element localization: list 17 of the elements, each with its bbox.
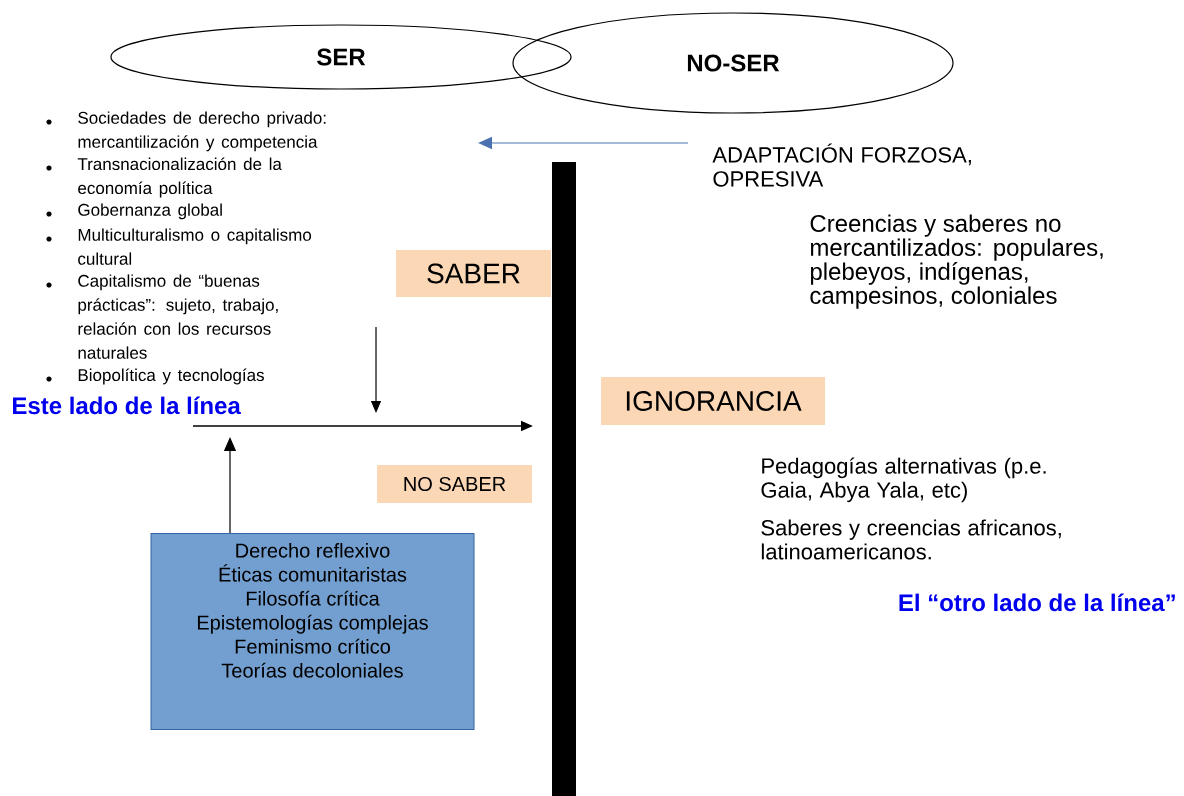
concept-box: SABER <box>396 250 551 297</box>
list-item: Sociedades de derecho privado: mercantilización y competencia <box>78 111 326 152</box>
bare-text: ADAPTACIÓN FORZOSA, OPRESIVA <box>712 143 971 187</box>
concept-box: NO SABER <box>377 465 532 503</box>
heading-text: El “otro lado de la línea” <box>899 593 1175 612</box>
theory-box: Derecho reflexivo Éticas comunitaristas Filosofía crítica Epistemologías complejas Feminismo crítico Teorías decoloniales <box>150 533 475 730</box>
heading-text: Este lado de la línea <box>13 396 241 415</box>
list-item: Biopolítica y tecnologías <box>78 368 264 385</box>
list-item: Capitalismo de “buenas prácticas”: sujeto, trabajo, relación con los recursos naturales <box>78 274 278 359</box>
description-text: Creencias y saberes no mercantilizados: populares, plebeyos, indígenas, campesinos, coloniales <box>810 214 1103 309</box>
list-item: Multiculturalismo o capitalismo cultural <box>78 228 312 265</box>
list-item: Gobernanza global <box>78 203 222 220</box>
list-item: Transnacionalización de la economía política <box>77 157 282 198</box>
description-text: Pedagogías alternativas (p.e. Gaia, Abya Yala, etc) <box>761 457 1046 503</box>
description-text: Saberes y creencias africanos, latinoamericanos. <box>761 519 1061 560</box>
concept-box: IGNORANCIA <box>601 377 825 425</box>
dividing-bar <box>552 162 576 796</box>
